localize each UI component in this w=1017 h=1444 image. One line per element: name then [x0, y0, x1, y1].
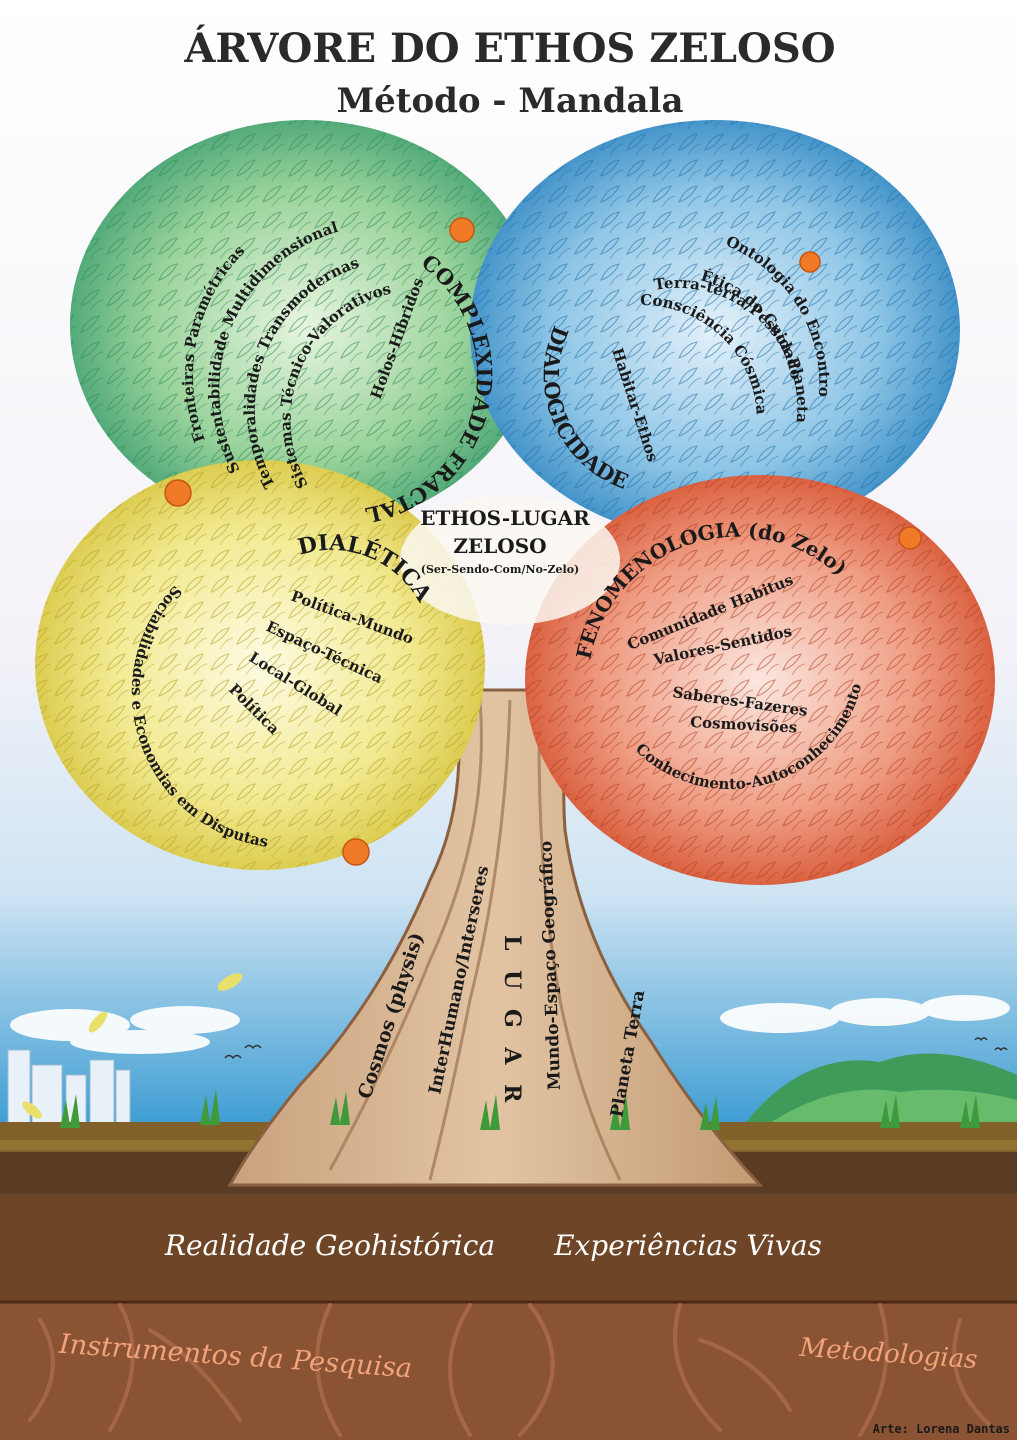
center-line-2: ZELOSO — [453, 534, 546, 558]
soil-left-label: Realidade Geohistórica — [164, 1229, 495, 1262]
artist-credit: Arte: Lorena Dantas — [873, 1422, 1010, 1436]
center-line-3: (Ser-Sendo-Com/No-Zelo) — [421, 563, 580, 576]
soil-right-label: Experiências Vivas — [553, 1229, 822, 1262]
center-line-1: ETHOS-LUGAR — [420, 506, 590, 530]
title: ÁRVORE DO ETHOS ZELOSO — [183, 25, 835, 72]
trunk-center: L U G A R — [499, 935, 525, 1108]
subtitle: Método - Mandala — [336, 81, 683, 121]
roots-layer — [0, 1302, 1017, 1440]
soil-layer — [0, 1194, 1017, 1302]
